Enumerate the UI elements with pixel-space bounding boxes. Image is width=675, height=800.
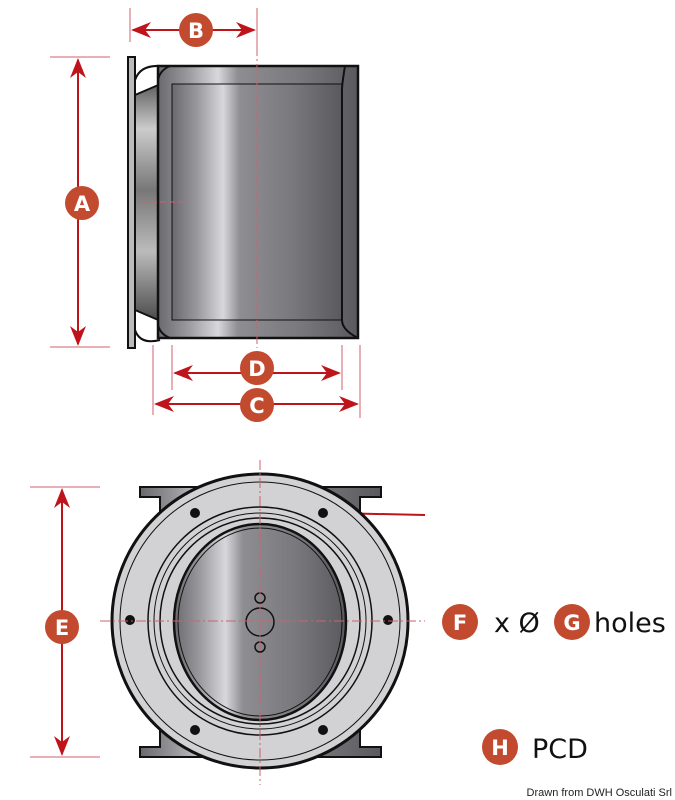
credit-text: Drawn from DWH Osculati Srl	[527, 787, 672, 799]
svg-text:C: C	[249, 394, 264, 418]
bolt-hole	[190, 508, 200, 518]
bolt-hole	[318, 508, 328, 518]
badge-h: H	[482, 729, 518, 765]
side-view	[127, 48, 360, 349]
badge-e: E	[45, 610, 79, 644]
svg-text:F: F	[453, 611, 467, 635]
svg-text:H: H	[491, 736, 509, 760]
times-diameter-text: x Ø	[494, 608, 540, 639]
svg-text:A: A	[74, 192, 91, 216]
bolt-hole	[318, 725, 328, 735]
badge-f: F	[442, 604, 478, 640]
svg-text:B: B	[188, 19, 204, 43]
mounting-flange	[127, 56, 136, 349]
svg-text:D: D	[248, 357, 265, 381]
holes-text: holes	[594, 608, 666, 639]
bolt-hole	[383, 615, 393, 625]
badge-c: C	[240, 388, 274, 422]
bolt-holes	[125, 508, 393, 735]
badge-g: G	[554, 604, 590, 640]
svg-text:G: G	[563, 611, 580, 635]
bolt-hole	[190, 725, 200, 735]
badge-a: A	[65, 186, 99, 220]
bolt-hole	[125, 615, 135, 625]
pcd-text: PCD	[532, 734, 588, 765]
extension-lines	[30, 8, 361, 758]
svg-text:E: E	[55, 616, 69, 640]
badge-b: B	[179, 13, 213, 47]
badge-d: D	[240, 351, 274, 385]
front-view	[100, 460, 425, 785]
